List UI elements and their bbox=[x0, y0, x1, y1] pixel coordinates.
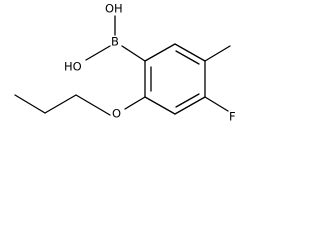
label-oh-top: OH bbox=[105, 2, 123, 16]
bond-boron-ho-left bbox=[85, 45, 111, 61]
bond-ring-oxygen bbox=[124, 96, 146, 110]
bond-ch2-ch3 bbox=[14, 94, 46, 114]
bond-ring-methyl bbox=[204, 45, 231, 62]
label-ho-left: HO bbox=[64, 60, 82, 74]
chemical-structure-diagram: OH HO B F O bbox=[14, 2, 236, 124]
bond-ring-boron bbox=[121, 45, 146, 62]
bond-ring-fluorine bbox=[204, 96, 229, 112]
ring-bond-c2-c3 bbox=[174, 43, 206, 62]
label-oxygen: O bbox=[112, 107, 121, 121]
label-fluorine: F bbox=[229, 110, 236, 124]
ring-bond-c4-c5 bbox=[174, 96, 206, 115]
bond-oxygen-ch2 bbox=[75, 94, 111, 116]
ring-bond-c5-c6 bbox=[144, 96, 176, 115]
ring-double-bond-c4-c5 bbox=[175, 93, 200, 108]
bond-ch2-ch2 bbox=[44, 94, 77, 114]
ring-bond-c1-c2 bbox=[144, 43, 176, 62]
ring-double-bond-c2-c3 bbox=[175, 50, 200, 65]
label-boron: B bbox=[111, 35, 119, 49]
